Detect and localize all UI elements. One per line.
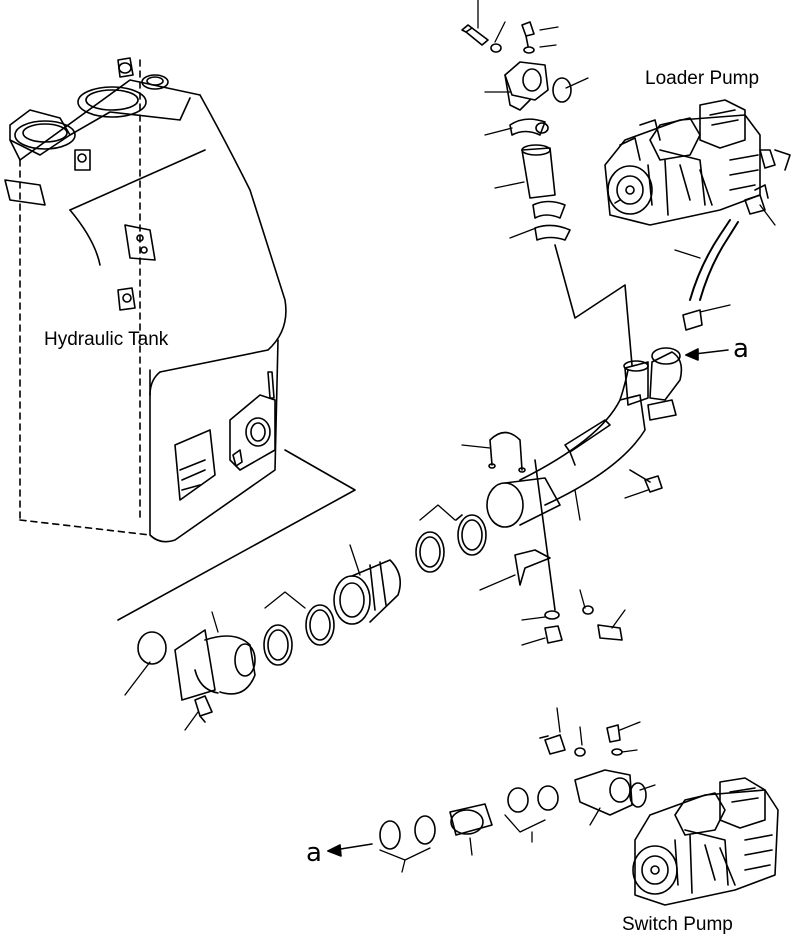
loader-pump-label: Loader Pump — [645, 68, 760, 89]
leader-lines — [125, 0, 775, 872]
loader-pump-drawing — [605, 100, 790, 225]
hydraulic-tank-label: Hydraulic Tank — [44, 329, 169, 350]
switch-pump-label: Switch Pump — [622, 914, 733, 935]
reference-arrows — [328, 349, 728, 856]
switch-pump-drawing — [633, 778, 778, 905]
switch-suction-parts — [380, 725, 646, 849]
hydraulic-tank-drawing — [5, 58, 286, 542]
loader-suction-parts — [462, 22, 768, 365]
main-suction-pipe — [118, 348, 681, 722]
reference-a-bottom: a — [306, 838, 322, 868]
reference-a-top: a — [733, 334, 749, 364]
